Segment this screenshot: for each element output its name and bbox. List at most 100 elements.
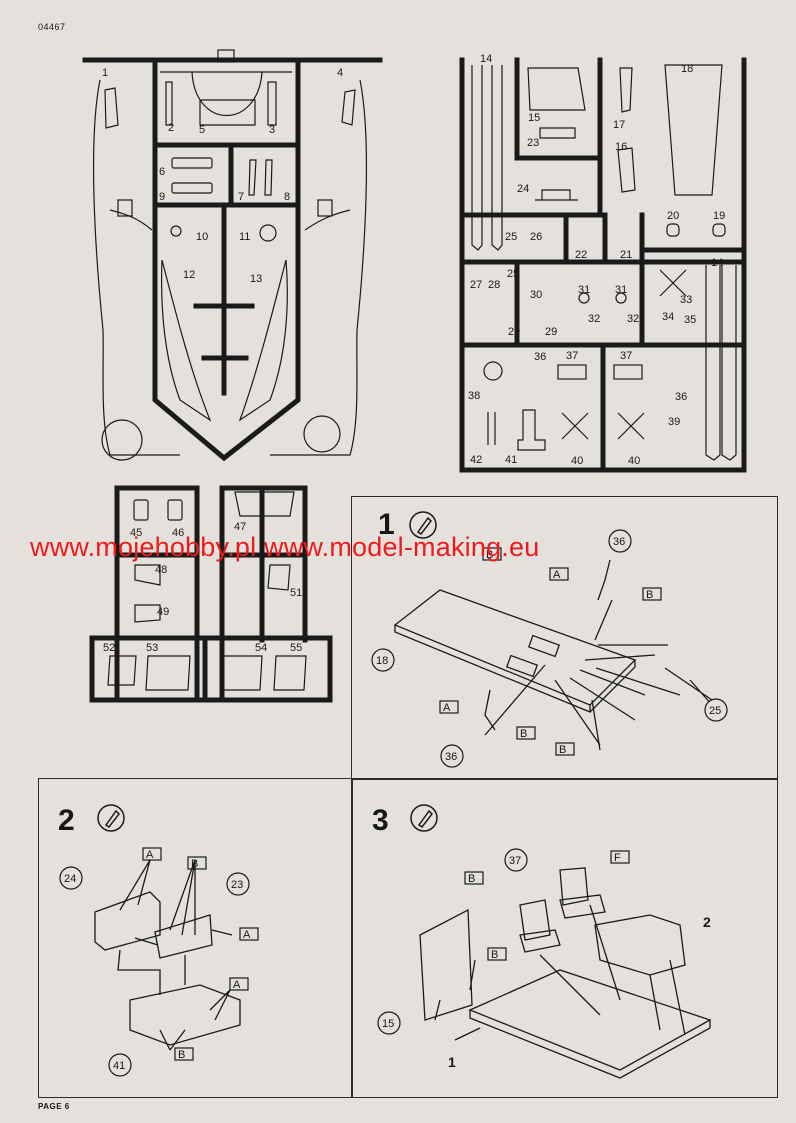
step2-flag-b1: B	[191, 858, 198, 870]
step2-number: 2	[58, 804, 75, 837]
part-label-10: 10	[196, 231, 208, 243]
part-label-17: 17	[613, 119, 625, 131]
step3-callout-15: 15	[382, 1018, 394, 1030]
part-label-13: 13	[250, 273, 262, 285]
step1-flag-b4: B	[486, 549, 493, 561]
step2-callout-24: 24	[64, 873, 76, 885]
step1-callout-18: 18	[376, 655, 388, 667]
step2-part-23	[154, 914, 213, 959]
step2-callout-41: 41	[113, 1060, 125, 1072]
step2-flag-b2: B	[178, 1049, 185, 1061]
part-label-33: 33	[680, 294, 692, 306]
step3-flag-f: F	[614, 852, 621, 864]
part-label-26: 26	[530, 231, 542, 243]
part-label-51: 51	[290, 587, 302, 599]
step1-callout-36b: 36	[445, 751, 457, 763]
part-label-55: 55	[290, 642, 302, 654]
part-label-14a: 14	[480, 53, 492, 65]
step1-flag-b3: B	[559, 744, 566, 756]
step3-label-2: 2	[703, 914, 711, 930]
part-label-12: 12	[183, 269, 195, 281]
part-label-15: 15	[528, 112, 540, 124]
step3-part-15	[419, 908, 473, 1021]
document-code: 04467	[38, 22, 66, 32]
part-label-21: 21	[620, 249, 632, 261]
sprue-left: 1 2 3 4 5 6 7 8 9 10 11 12 13	[82, 49, 383, 462]
part-label-9: 9	[159, 191, 165, 203]
part-label-35: 35	[684, 314, 696, 326]
step3-diagram: 3 37 15 2 1	[372, 804, 712, 1079]
step3-callout-37: 37	[509, 855, 521, 867]
part-label-7: 7	[238, 191, 244, 203]
part-label-16: 16	[615, 141, 627, 153]
floor-pan-outline	[393, 589, 637, 706]
part-label-45: 45	[130, 527, 142, 539]
step3-frame	[351, 778, 778, 1098]
part-label-41: 41	[505, 454, 517, 466]
step3-glue-icon	[410, 804, 438, 832]
part-label-36a: 36	[534, 351, 546, 363]
part-label-37b: 37	[620, 350, 632, 362]
part-label-25a: 25	[505, 231, 517, 243]
part-label-14b: 14	[711, 257, 723, 269]
step2-flag-a2: A	[243, 929, 251, 941]
part-label-27: 27	[470, 279, 482, 291]
step3-number: 3	[372, 804, 389, 837]
part-label-48: 48	[155, 564, 167, 576]
page-number: PAGE 6	[38, 1102, 70, 1111]
part-label-36b: 36	[675, 391, 687, 403]
part-label-40b: 40	[628, 455, 640, 467]
step1-flag-a2: A	[443, 702, 451, 714]
part-label-31b: 31	[615, 284, 627, 296]
part-label-5: 5	[199, 124, 205, 136]
part-label-22: 22	[575, 249, 587, 261]
part-label-31a: 31	[578, 284, 590, 296]
part-label-6: 6	[159, 166, 165, 178]
part-label-34: 34	[662, 311, 674, 323]
part-label-1: 1	[102, 67, 108, 79]
part-label-11: 11	[239, 231, 250, 243]
step3-seat-1	[519, 899, 561, 953]
part-label-25b: 25	[507, 268, 519, 280]
step2-part-24	[94, 891, 161, 951]
part-label-37a: 37	[566, 350, 578, 362]
part-label-23: 23	[527, 137, 539, 149]
part-label-30: 30	[530, 289, 542, 301]
sprue-right: 14 14 15 16 17 18 19 20 21 22 23 24 25 2…	[459, 53, 747, 473]
part-label-24: 24	[517, 183, 529, 195]
step2-flag-a3: A	[233, 979, 241, 991]
part-label-3: 3	[269, 124, 275, 136]
step1-flag-a1: A	[553, 569, 561, 581]
part-label-49: 49	[157, 606, 169, 618]
part-label-40a: 40	[571, 455, 583, 467]
step1-callout-36a: 36	[613, 536, 625, 548]
part-label-29a: 29	[508, 326, 520, 338]
part-label-54: 54	[255, 642, 267, 654]
part-label-39: 39	[668, 416, 680, 428]
part-label-53: 53	[146, 642, 158, 654]
step1-callout-25: 25	[709, 705, 721, 717]
part-label-20: 20	[667, 210, 679, 222]
step2-glue-icon	[97, 804, 125, 832]
watermark-text: www.mojehobby.pl www.model-making.eu	[30, 532, 540, 562]
part-label-8: 8	[284, 191, 290, 203]
part-label-4: 4	[337, 67, 343, 79]
sprue-bottom: 45 46 47 48 49 51 52 53 54 55	[89, 485, 333, 703]
step2-part-41	[129, 984, 241, 1046]
step1-flag-b2: B	[520, 728, 527, 740]
step3-seat-2	[559, 867, 606, 919]
part-label-52: 52	[103, 642, 115, 654]
part-label-47: 47	[234, 521, 246, 533]
part-label-42: 42	[470, 454, 482, 466]
part-label-2: 2	[168, 122, 174, 134]
step1-frame	[351, 496, 778, 780]
step2-diagram: 2 24 23 41	[58, 804, 259, 1077]
part-label-32b: 32	[627, 313, 639, 325]
part-label-29b: 29	[545, 326, 557, 338]
step1-flag-b1: B	[646, 589, 653, 601]
step1-glue-icon	[409, 511, 437, 539]
part-label-32a: 32	[588, 313, 600, 325]
part-label-38: 38	[468, 390, 480, 402]
step3-flag-b2: B	[491, 949, 498, 961]
